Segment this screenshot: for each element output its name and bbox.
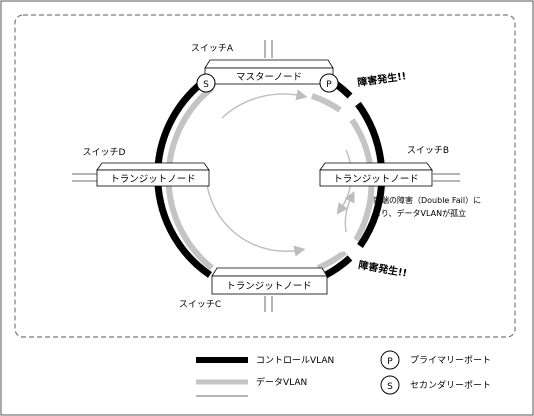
legend-primary-icon bbox=[380, 350, 400, 370]
legend-primary-label: プライマリーポート bbox=[410, 355, 491, 366]
fault-label-top: 障害発生!! bbox=[357, 69, 407, 89]
primary-port-icon bbox=[319, 73, 339, 93]
secondary-port-symbol: S bbox=[203, 80, 209, 90]
fault-label-bottom: 障害発生!! bbox=[357, 258, 408, 279]
switch-b: トランジットノード スイッチB bbox=[319, 145, 449, 187]
switch-c-top-face bbox=[211, 267, 328, 277]
legend-secondary-symbol: S bbox=[387, 382, 393, 392]
switch-c: トランジットノード スイッチC bbox=[179, 267, 328, 310]
network-frame bbox=[14, 14, 516, 338]
fault-break-bottom bbox=[339, 241, 357, 253]
control-vlan-right-arc-1 bbox=[333, 81, 353, 99]
legend-data-label: データVLAN bbox=[256, 376, 307, 388]
switch-c-node-label: トランジットノード bbox=[226, 281, 312, 292]
switch-a-top-face bbox=[204, 59, 334, 69]
secondary-port-icon bbox=[196, 73, 216, 93]
switch-b-body bbox=[319, 169, 433, 187]
primary-port-symbol: P bbox=[326, 80, 332, 90]
switch-c-body bbox=[211, 275, 328, 295]
switch-d-body bbox=[96, 169, 210, 187]
flow-arrow-top bbox=[221, 89, 308, 119]
switch-b-label: スイッチB bbox=[407, 145, 449, 156]
data-vlan-right-arc-1 bbox=[310, 93, 342, 113]
legend-control-label: コントロールVLAN bbox=[256, 356, 334, 366]
switch-c-label: スイッチC bbox=[179, 299, 221, 310]
legend-secondary-label: セカンダリーポート bbox=[410, 379, 491, 391]
switch-a-node-label: マスターノード bbox=[236, 72, 302, 83]
fault-note-line1: 両端の障害（Double Fail）に bbox=[373, 195, 481, 205]
external-links bbox=[72, 40, 460, 312]
switch-d: トランジットノード スイッチD bbox=[83, 147, 210, 187]
fault-note-line2: より、データVLANが孤立 bbox=[373, 208, 466, 218]
legend-primary-symbol: P bbox=[387, 357, 393, 367]
switch-b-node-label: トランジットノード bbox=[333, 174, 419, 185]
fault-breaks bbox=[339, 101, 358, 253]
switch-a-label: スイッチA bbox=[191, 43, 234, 54]
fault-break-top bbox=[340, 101, 358, 117]
switch-a: マスターノード スイッチA S P bbox=[191, 43, 339, 93]
legend: コントロールVLAN データVLAN P プライマリーポート S セカンダリーポ… bbox=[196, 350, 491, 397]
switch-d-label: スイッチD bbox=[83, 147, 126, 158]
switch-b-top-face bbox=[319, 162, 433, 171]
switch-d-node-label: トランジットノード bbox=[110, 174, 196, 185]
legend-secondary-icon bbox=[380, 375, 400, 395]
flow-arrow-right-up bbox=[344, 191, 355, 233]
switch-d-top-face bbox=[96, 162, 210, 171]
flow-arrow-bottom bbox=[205, 175, 306, 257]
